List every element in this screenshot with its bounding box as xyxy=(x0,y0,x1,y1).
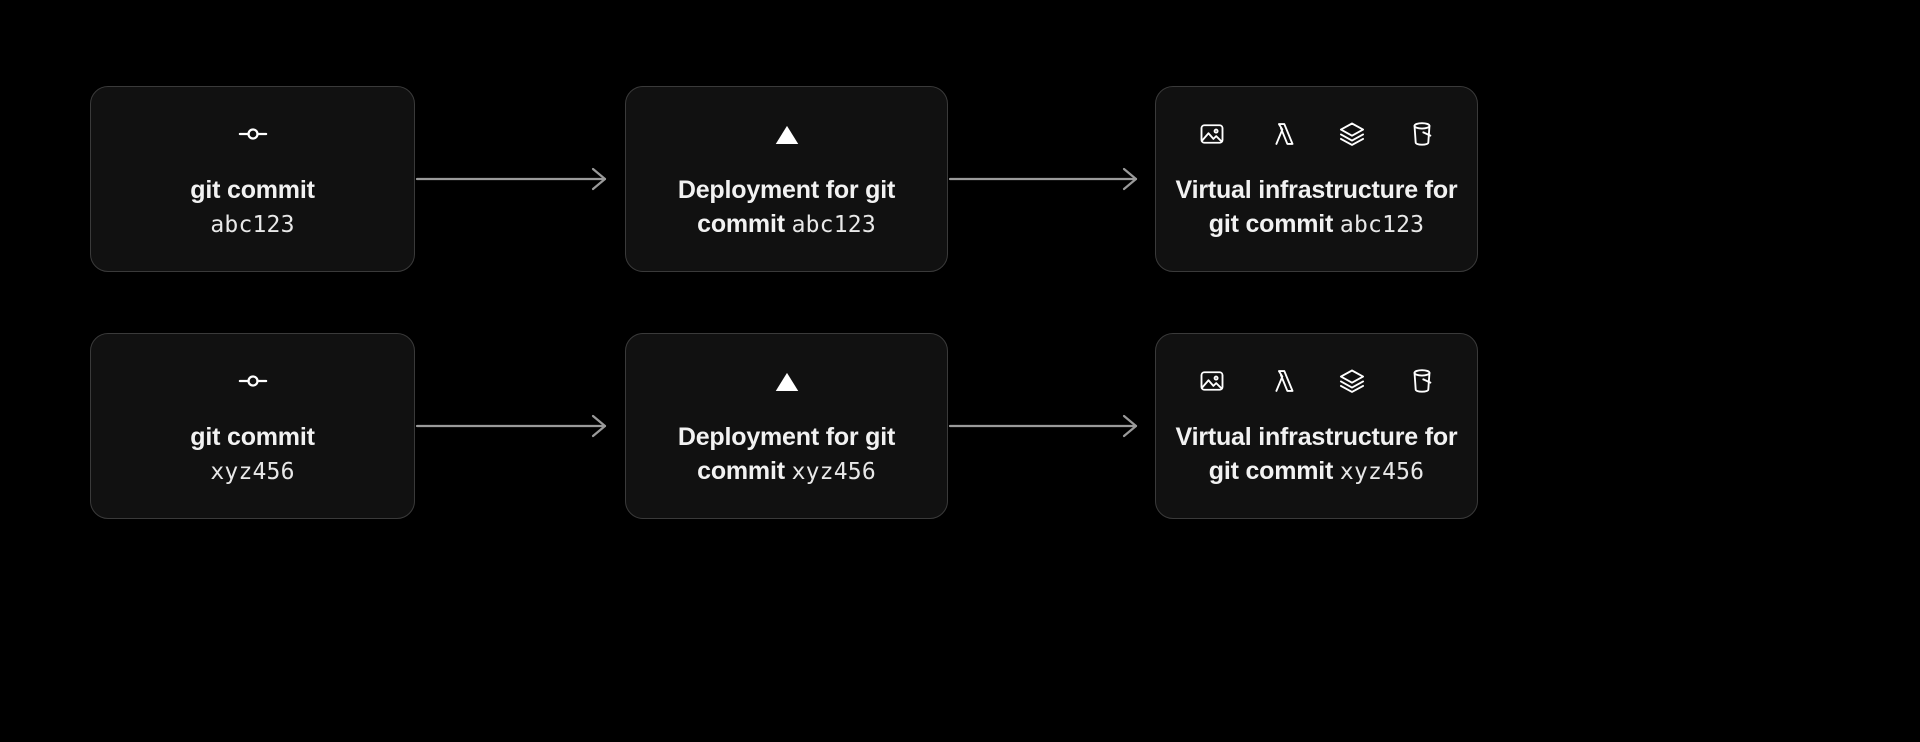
image-icon xyxy=(1197,119,1227,149)
node-icon-group xyxy=(772,364,802,398)
node-label-bold: Virtual infrastructure for git commit xyxy=(1175,175,1458,238)
flow-row: git commit abc123 Deployment for git co xyxy=(0,86,1920,272)
node-label: Virtual infrastructure for git commit xy… xyxy=(1174,420,1459,489)
commit-hash: xyz456 xyxy=(210,458,295,485)
node-label-bold: git commit xyxy=(190,175,315,204)
node-label: Deployment for git commit xyz456 xyxy=(644,420,929,489)
node-card-deployment[interactable]: Deployment for git commit abc123 xyxy=(625,86,948,272)
bucket-icon xyxy=(1407,119,1437,149)
commit-hash: abc123 xyxy=(791,211,876,238)
node-icon-group xyxy=(772,117,802,151)
node-label: Virtual infrastructure for git commit ab… xyxy=(1174,173,1459,242)
commit-hash: abc123 xyxy=(210,211,295,238)
node-card-git-commit[interactable]: git commit xyz456 xyxy=(90,333,415,519)
image-icon xyxy=(1197,366,1227,396)
node-label: git commit xyz456 xyxy=(190,420,315,489)
node-card-git-commit[interactable]: git commit abc123 xyxy=(90,86,415,272)
lambda-icon xyxy=(1267,119,1297,149)
node-label: Deployment for git commit abc123 xyxy=(644,173,929,242)
vercel-triangle-icon xyxy=(772,119,802,149)
commit-hash: abc123 xyxy=(1339,211,1425,238)
git-commit-icon xyxy=(238,366,268,396)
node-icon-group xyxy=(1197,117,1437,151)
bucket-icon xyxy=(1407,366,1437,396)
layers-icon xyxy=(1337,366,1367,396)
node-label-bold: Deployment for git commit xyxy=(677,422,896,485)
vercel-triangle-icon xyxy=(772,366,802,396)
flow-arrow-connector xyxy=(948,167,1155,191)
node-label: git commit abc123 xyxy=(190,173,315,242)
lambda-icon xyxy=(1267,366,1297,396)
node-card-virtual-infrastructure[interactable]: Virtual infrastructure for git commit xy… xyxy=(1155,333,1478,519)
flow-arrow-connector xyxy=(415,167,625,191)
flow-arrow-connector xyxy=(948,414,1155,438)
commit-hash: xyz456 xyxy=(791,458,876,485)
node-icon-group xyxy=(238,364,268,398)
layers-icon xyxy=(1337,119,1367,149)
flow-row: git commit xyz456 Deployment for git co xyxy=(0,333,1920,519)
node-card-deployment[interactable]: Deployment for git commit xyz456 xyxy=(625,333,948,519)
flow-arrow-connector xyxy=(415,414,625,438)
node-label-bold: Deployment for git commit xyxy=(677,175,896,238)
node-label-bold: Virtual infrastructure for git commit xyxy=(1175,422,1458,485)
node-label-bold: git commit xyxy=(190,422,315,451)
node-icon-group xyxy=(238,117,268,151)
node-card-virtual-infrastructure[interactable]: Virtual infrastructure for git commit ab… xyxy=(1155,86,1478,272)
node-icon-group xyxy=(1197,364,1437,398)
commit-hash: xyz456 xyxy=(1339,458,1425,485)
git-commit-icon xyxy=(238,119,268,149)
